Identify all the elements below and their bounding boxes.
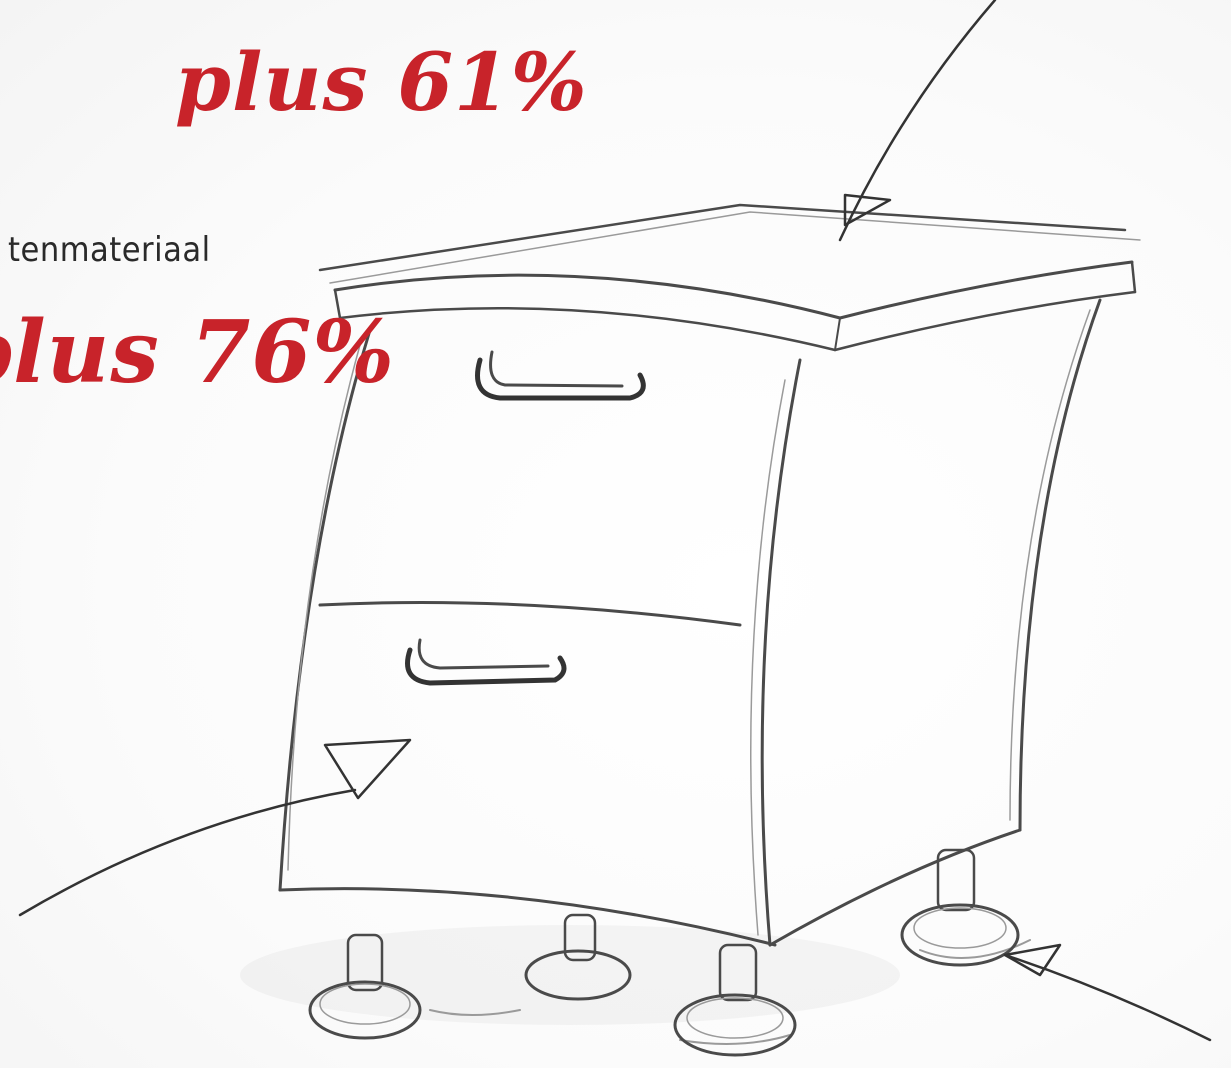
handle-lower (408, 640, 565, 683)
caster-back-right (902, 850, 1018, 965)
annotation-left-value: plus 76% (0, 310, 395, 396)
arrow-to-wheel (1005, 945, 1210, 1040)
cabinet-front (280, 330, 800, 945)
annotation-material-label: tenmateriaal (8, 233, 211, 267)
annotation-top-value: plus 61% (175, 42, 588, 122)
handle-upper (478, 352, 644, 398)
cabinet-top (320, 205, 1140, 350)
cabinet-side (770, 300, 1100, 945)
arrow-to-top (840, 0, 995, 240)
